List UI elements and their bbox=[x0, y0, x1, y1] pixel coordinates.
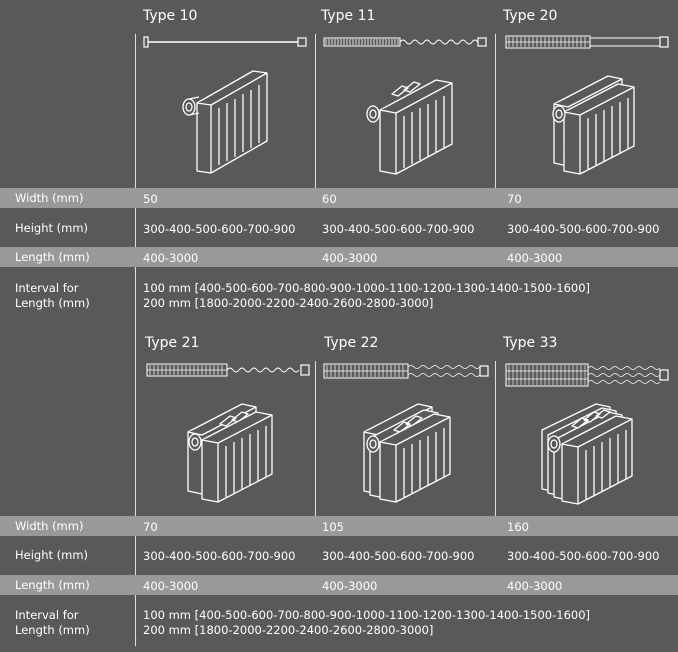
type-title: Type 22 bbox=[324, 335, 379, 351]
width-value: 70 bbox=[507, 192, 522, 206]
interval-value-line1: 100 mm [400-500-600-700-800-900-1000-110… bbox=[143, 281, 591, 295]
width-value: 70 bbox=[143, 520, 158, 534]
length-row-band bbox=[0, 575, 678, 595]
length-value: 400-3000 bbox=[322, 251, 378, 265]
radiator-type-11-icon bbox=[366, 79, 453, 175]
width-label: Width (mm) bbox=[15, 519, 84, 533]
top-view-type-33-icon bbox=[505, 363, 669, 387]
width-label: Width (mm) bbox=[15, 191, 84, 205]
type-title: Type 11 bbox=[321, 8, 376, 24]
radiator-type-10-icon bbox=[182, 70, 268, 174]
type-title: Type 10 bbox=[143, 8, 198, 24]
width-value: 50 bbox=[143, 192, 158, 206]
height-label: Height (mm) bbox=[15, 548, 89, 562]
height-value: 300-400-500-600-700-900 bbox=[322, 222, 475, 236]
column-divider bbox=[495, 361, 496, 516]
radiator-type-33-icon bbox=[541, 403, 633, 505]
type-title: Type 21 bbox=[145, 335, 200, 351]
width-value: 60 bbox=[322, 192, 337, 206]
length-value: 400-3000 bbox=[507, 579, 563, 593]
height-value: 300-400-500-600-700-900 bbox=[507, 222, 660, 236]
width-row-band bbox=[0, 516, 678, 536]
width-value: 105 bbox=[322, 520, 344, 534]
interval-value-line2: 200 mm [1800-2000-2200-2400-2600-2800-30… bbox=[143, 296, 434, 310]
radiator-type-22-icon bbox=[363, 403, 451, 503]
interval-label-line1: Interval for bbox=[15, 608, 79, 622]
length-value: 400-3000 bbox=[322, 579, 378, 593]
radiator-type-20-icon bbox=[552, 75, 635, 175]
column-divider bbox=[315, 34, 316, 188]
column-divider bbox=[135, 34, 136, 646]
top-view-type-11-icon bbox=[323, 37, 487, 47]
height-value: 300-400-500-600-700-900 bbox=[322, 549, 475, 563]
length-value: 400-3000 bbox=[507, 251, 563, 265]
width-row-band bbox=[0, 188, 678, 208]
interval-value-line1: 100 mm [400-500-600-700-800-900-1000-110… bbox=[143, 608, 591, 622]
column-divider bbox=[315, 361, 316, 516]
length-value: 400-3000 bbox=[143, 579, 199, 593]
column-divider bbox=[495, 34, 496, 188]
height-label: Height (mm) bbox=[15, 221, 89, 235]
width-value: 160 bbox=[507, 520, 529, 534]
radiator-type-21-icon bbox=[187, 403, 273, 503]
top-view-type-20-icon bbox=[505, 35, 669, 49]
interval-label-line1: Interval for bbox=[15, 281, 79, 295]
type-title: Type 33 bbox=[503, 335, 558, 351]
height-value: 300-400-500-600-700-900 bbox=[143, 549, 296, 563]
height-value: 300-400-500-600-700-900 bbox=[143, 222, 296, 236]
type-title: Type 20 bbox=[503, 8, 558, 24]
height-value: 300-400-500-600-700-900 bbox=[507, 549, 660, 563]
interval-value-line2: 200 mm [1800-2000-2200-2400-2600-2800-30… bbox=[143, 623, 434, 637]
top-view-type-22-icon bbox=[323, 363, 489, 379]
length-row-band bbox=[0, 247, 678, 267]
top-view-type-21-icon bbox=[146, 363, 310, 377]
top-view-type-10-icon bbox=[143, 36, 307, 48]
length-label: Length (mm) bbox=[15, 250, 90, 264]
length-value: 400-3000 bbox=[143, 251, 199, 265]
length-label: Length (mm) bbox=[15, 578, 90, 592]
interval-label-line2: Length (mm) bbox=[15, 296, 90, 310]
interval-label-line2: Length (mm) bbox=[15, 623, 90, 637]
